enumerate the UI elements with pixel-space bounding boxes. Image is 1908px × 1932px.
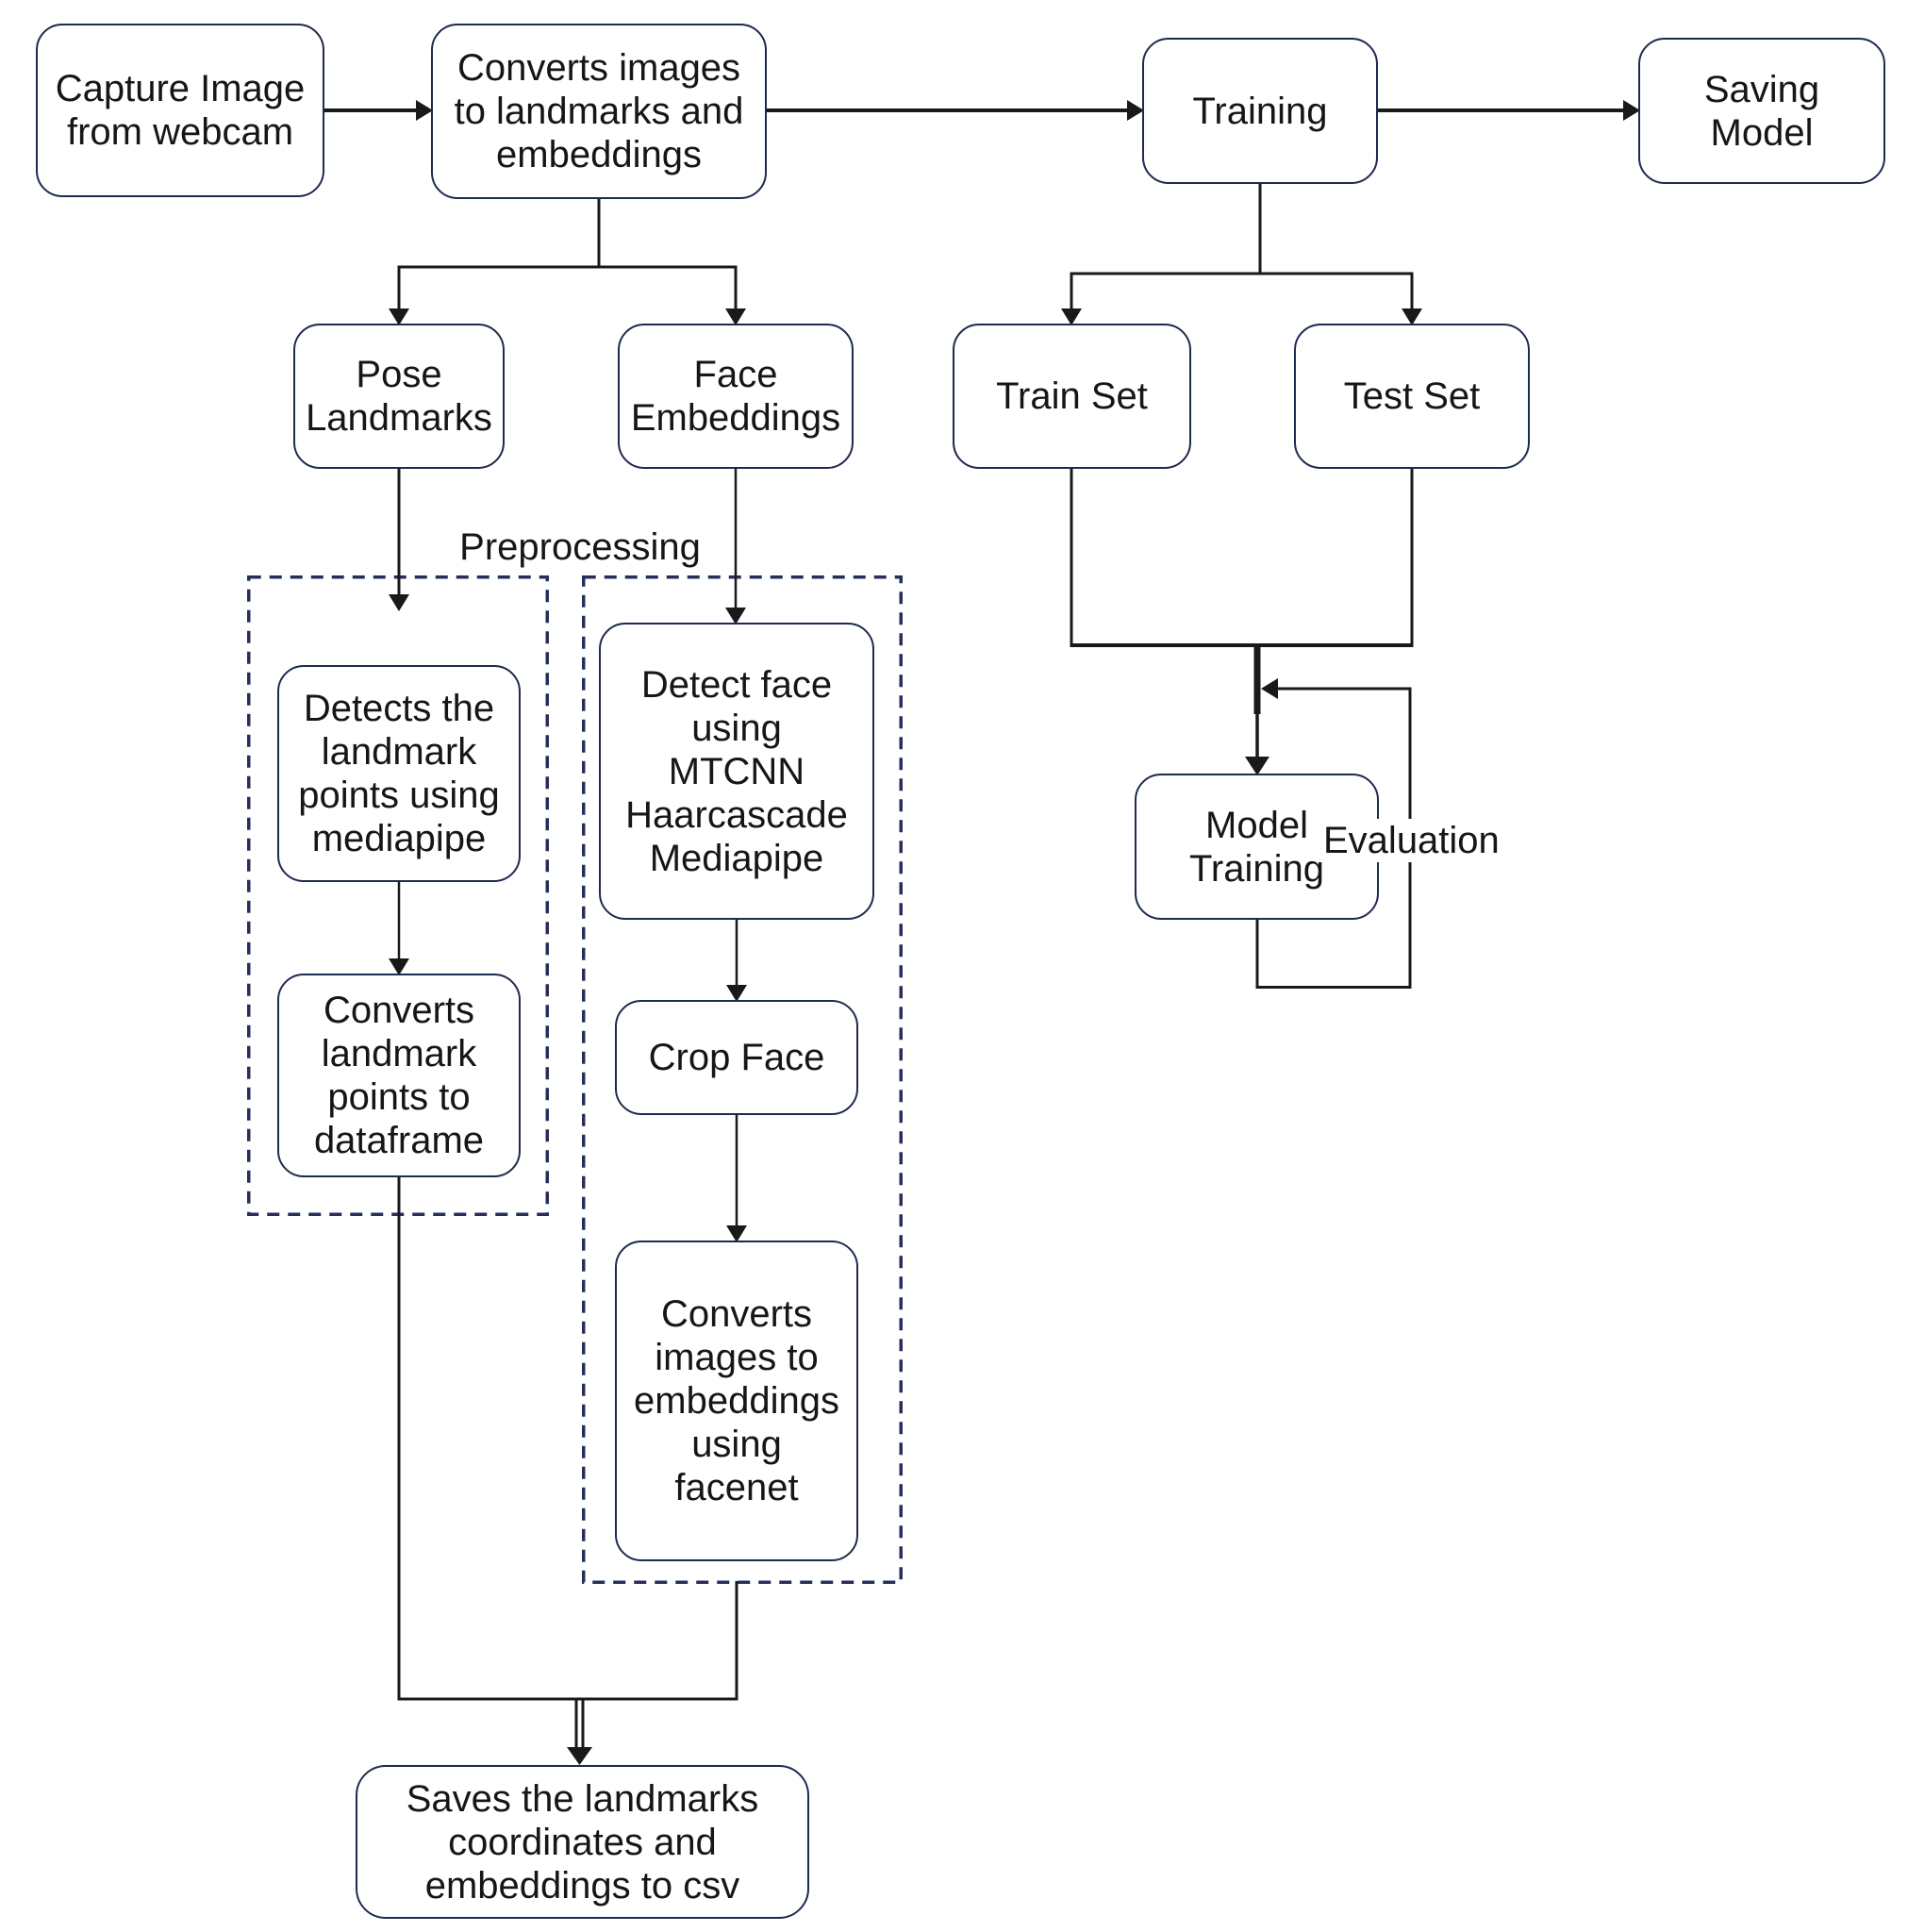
node-training: Training xyxy=(1142,38,1378,184)
arrowhead-converts xyxy=(416,100,433,121)
node-capture-image: Capture Image from webcam xyxy=(36,24,324,197)
node-face-embeddings: Face Embeddings xyxy=(618,324,854,469)
arrowhead-cropface xyxy=(726,985,747,1002)
label-evaluation: Evaluation xyxy=(1319,819,1504,862)
arrowhead-pose xyxy=(389,308,409,325)
node-facenet-embeddings: Converts images to embeddings using face… xyxy=(615,1241,858,1561)
arrowhead-model-training xyxy=(1245,757,1269,775)
arrowhead-dataframe xyxy=(389,958,409,975)
arrowhead-savecsv xyxy=(567,1747,592,1765)
arrowhead-testset xyxy=(1402,308,1422,325)
node-saving-model: Saving Model xyxy=(1638,38,1885,184)
node-landmarks-to-dataframe: Converts landmark points to dataframe xyxy=(277,974,521,1177)
label-preprocessing: Preprocessing xyxy=(459,526,701,568)
node-pose-landmarks: Pose Landmarks xyxy=(293,324,505,469)
preprocessing-dashed-box-right xyxy=(582,575,903,1584)
node-train-set: Train Set xyxy=(953,324,1191,469)
arrowhead-face xyxy=(725,308,746,325)
arrowhead-detect-landmarks xyxy=(389,594,409,611)
node-test-set: Test Set xyxy=(1294,324,1530,469)
arrowhead-saving xyxy=(1623,100,1640,121)
arrowhead-facenet xyxy=(726,1225,747,1242)
node-crop-face: Crop Face xyxy=(615,1000,858,1115)
node-save-csv: Saves the landmarks coordinates and embe… xyxy=(356,1765,809,1919)
arrowhead-trainset xyxy=(1061,308,1082,325)
node-converts-images: Converts images to landmarks and embeddi… xyxy=(431,24,767,199)
node-detect-landmarks-mediapipe: Detects the landmark points using mediap… xyxy=(277,665,521,882)
arrowhead-loop-return xyxy=(1261,678,1278,699)
node-detect-face: Detect face using MTCNN Haarcascade Medi… xyxy=(599,623,874,920)
arrowhead-detect-face xyxy=(725,608,746,625)
arrowhead-training xyxy=(1127,100,1144,121)
